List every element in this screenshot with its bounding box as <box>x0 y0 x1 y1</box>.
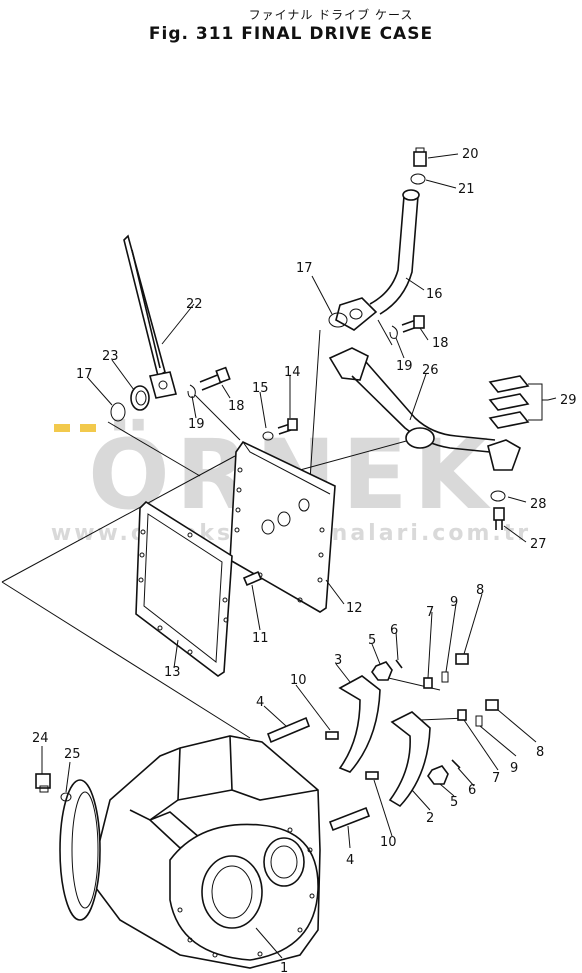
bolt-part-8-bottom <box>485 699 499 711</box>
bolt-part-14 <box>277 418 298 435</box>
dowel-pin-part-11 <box>242 570 263 587</box>
callout-21: 21 <box>458 182 475 197</box>
shims-part-29 <box>488 375 548 429</box>
callout-22: 22 <box>186 297 203 312</box>
oil-seal-part-23 <box>130 385 150 411</box>
callout-18-left: 18 <box>228 399 245 414</box>
callout-19-right: 19 <box>396 359 413 374</box>
callout-26: 26 <box>422 363 439 378</box>
breather-pipe-part-16 <box>335 189 420 331</box>
callout-9-top: 9 <box>450 595 458 610</box>
callout-labels: 20 21 16 17 18 19 26 29 28 27 22 23 17 1… <box>32 147 577 973</box>
plate-part-9-bottom <box>475 715 483 727</box>
pin-part-10-bottom <box>365 771 379 780</box>
stud-part-4-top <box>266 716 311 744</box>
lock-plate-part-7-bottom <box>457 709 467 721</box>
callout-7-bottom: 7 <box>492 771 500 786</box>
callout-16: 16 <box>426 287 443 302</box>
callout-17-left: 17 <box>76 367 93 382</box>
cotter-pin-part-6-top <box>395 659 403 669</box>
callout-14: 14 <box>284 365 301 380</box>
pin-part-10-top <box>325 731 339 740</box>
callout-1: 1 <box>280 961 288 973</box>
callout-27: 27 <box>530 537 547 552</box>
callout-29: 29 <box>560 393 577 408</box>
gasket-part-13 <box>135 500 233 677</box>
title-japanese: ファイナル ドライブ ケース <box>248 8 414 22</box>
callout-3: 3 <box>334 653 342 668</box>
callout-12: 12 <box>346 601 363 616</box>
callout-6-bottom: 6 <box>468 783 476 798</box>
plug-part-24 <box>35 773 51 793</box>
callout-23: 23 <box>102 349 119 364</box>
o-ring-part-17-left <box>110 402 126 422</box>
bolt-part-27 <box>493 507 505 530</box>
callout-13: 13 <box>164 665 181 680</box>
callout-6-top: 6 <box>390 623 398 638</box>
callout-10-bottom: 10 <box>380 835 397 850</box>
watermark-accent-left <box>54 424 70 432</box>
callout-28: 28 <box>530 497 547 512</box>
bracket-part-26 <box>328 347 521 471</box>
callout-2: 2 <box>426 811 434 826</box>
bearing-cap-part-2 <box>388 711 431 808</box>
final-drive-case-part-1 <box>59 735 321 969</box>
lock-washer-part-19-right <box>389 325 398 339</box>
level-gauge-part-22 <box>123 234 177 399</box>
lock-washer-part-19-left <box>187 384 196 398</box>
assembly-guide-lines <box>1 319 467 739</box>
callout-24: 24 <box>32 731 49 746</box>
o-ring-part-17-right <box>328 312 348 328</box>
watermark-accent-right <box>80 424 96 432</box>
callout-15: 15 <box>252 381 269 396</box>
seal-ring-part-25 <box>60 792 72 802</box>
lock-plate-part-7-top <box>423 677 433 689</box>
washer-part-21 <box>410 173 426 185</box>
callout-10-top: 10 <box>290 673 307 688</box>
plate-part-9-top <box>441 671 449 683</box>
figure-title: Fig. 311 FINAL DRIVE CASE <box>148 24 434 44</box>
callout-4-top: 4 <box>256 695 264 710</box>
bolt-part-18-right <box>401 315 425 333</box>
cotter-pin-part-6-bottom <box>451 759 461 769</box>
callout-8-top: 8 <box>476 583 484 598</box>
callout-5-bottom: 5 <box>450 795 458 810</box>
callout-19-left: 19 <box>188 417 205 432</box>
callout-5-top: 5 <box>368 633 376 648</box>
bolt-part-18-left <box>199 366 231 391</box>
callout-8-bottom: 8 <box>536 745 544 760</box>
leader-lines <box>41 153 557 959</box>
nut-part-5-top <box>371 661 393 681</box>
washer-part-15 <box>262 431 274 441</box>
nut-part-5-bottom <box>427 765 449 785</box>
callout-11: 11 <box>252 631 269 646</box>
washer-part-28 <box>490 490 506 502</box>
bolt-part-8-top <box>455 653 469 665</box>
callout-25: 25 <box>64 747 81 762</box>
callout-7-top: 7 <box>426 605 434 620</box>
fitting-part-20 <box>413 147 427 167</box>
bearing-cap-part-3 <box>338 675 381 773</box>
callout-17-right: 17 <box>296 261 313 276</box>
callout-20: 20 <box>462 147 479 162</box>
callout-18-right: 18 <box>432 336 449 351</box>
callout-9-bottom: 9 <box>510 761 518 776</box>
callout-4-bottom: 4 <box>346 853 354 868</box>
stud-part-4-bottom <box>328 806 371 832</box>
